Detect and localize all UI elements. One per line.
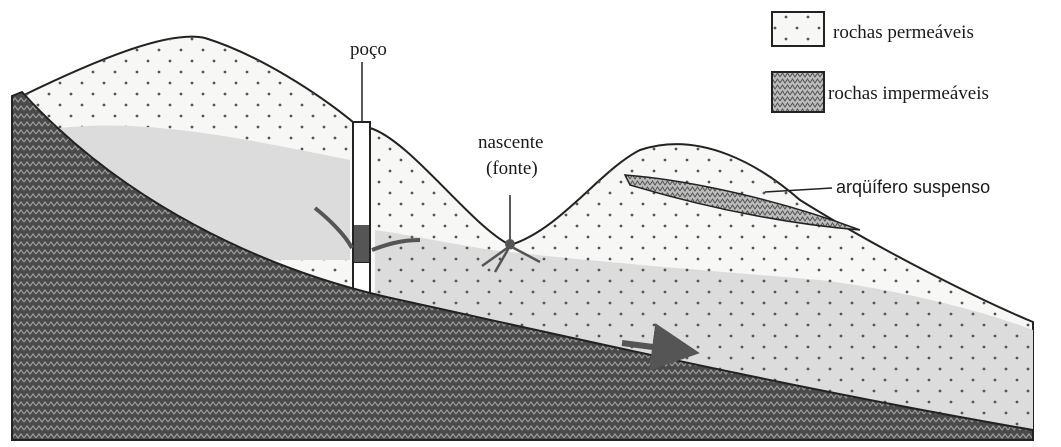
legend-impermeable-swatch	[772, 72, 824, 112]
spring-label-line1: nascente	[478, 132, 543, 153]
well-label: poço	[350, 39, 387, 60]
legend-permeable-label: rochas permeáveis	[833, 22, 974, 43]
well-water	[354, 225, 369, 262]
legend: rochas permeáveis rochas impermeáveis	[772, 12, 989, 112]
perched-aquifer-label: arqüífero suspenso	[836, 177, 990, 197]
spring-label-line2: (fonte)	[486, 158, 538, 179]
legend-impermeable-label: rochas impermeáveis	[828, 83, 989, 104]
legend-permeable-swatch-dots	[773, 13, 823, 45]
